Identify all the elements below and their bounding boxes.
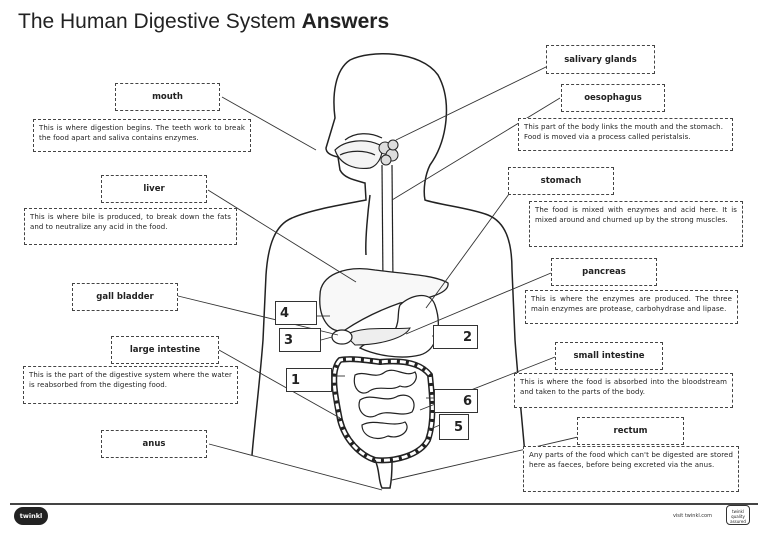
label-anus: anus [101, 430, 207, 458]
rectum-shape [374, 459, 393, 489]
description-rectum: Any parts of the food which can't be dig… [523, 446, 739, 492]
description-small-intestine: This is where the food is absorbed into … [514, 373, 733, 408]
mouth-shape [334, 133, 383, 170]
body-outline [251, 53, 526, 456]
description-large-intestine: This is the part of the digestive system… [23, 366, 238, 404]
label-mouth: mouth [115, 83, 220, 111]
small-intestine-shape [353, 369, 417, 439]
description-oesophagus: This part of the body links the mouth an… [518, 118, 733, 151]
description-mouth: This is where digestion begins. The teet… [33, 119, 251, 152]
oesophagus-tube [381, 164, 394, 286]
large-intestine-shape [331, 356, 436, 464]
label-pancreas: pancreas [551, 258, 657, 286]
large-intestine-folds [332, 357, 434, 462]
description-liver: This is where bile is produced, to break… [24, 208, 237, 245]
number-box-2: 2 [433, 325, 478, 349]
label-salivary-glands: salivary glands [546, 45, 655, 74]
description-stomach: The food is mixed with enzymes and acid … [529, 201, 743, 247]
number-box-5: 5 [439, 414, 469, 440]
number-box-4: 4 [275, 301, 317, 325]
label-stomach: stomach [508, 167, 614, 195]
label-gall-bladder: gall bladder [72, 283, 178, 311]
footer-divider [10, 503, 758, 505]
salivary-glands [378, 139, 399, 166]
page-title: The Human Digestive System Answers [18, 10, 390, 33]
number-box-1: 1 [286, 368, 332, 392]
label-small-intestine: small intestine [555, 342, 663, 370]
twinkl-logo: twinkl [14, 507, 48, 525]
number-box-6: 6 [434, 389, 478, 413]
number-box-3: 3 [279, 328, 321, 352]
description-pancreas: This is where the enzymes are produced. … [525, 290, 738, 324]
leader-lines [177, 65, 605, 491]
footer-site-link[interactable]: visit twinkl.com [672, 513, 712, 519]
pancreas-shape [344, 327, 411, 346]
label-rectum: rectum [577, 417, 684, 445]
label-oesophagus: oesophagus [561, 84, 665, 112]
label-liver: liver [101, 175, 207, 203]
label-large-intestine: large intestine [111, 336, 219, 364]
gall-bladder-shape [331, 329, 353, 345]
quality-badge: twinkl quality assured [726, 505, 750, 525]
